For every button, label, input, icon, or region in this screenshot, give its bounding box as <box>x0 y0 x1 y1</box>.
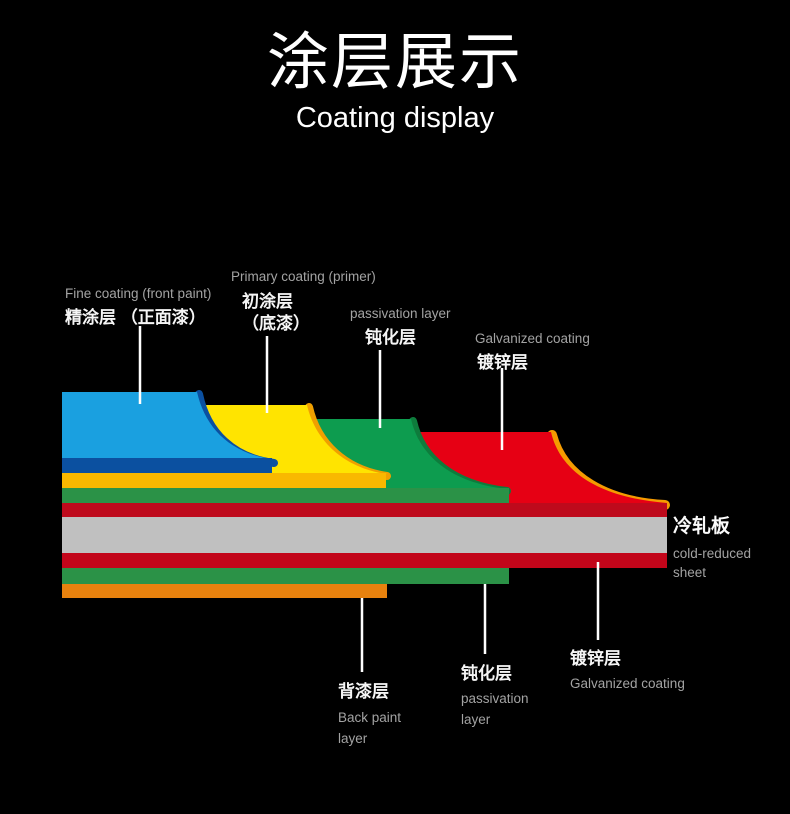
label-fine-coating: Fine coating (front paint) 精涂层 （正面漆） <box>65 283 211 329</box>
page-title-chinese: 涂层展示 <box>266 28 523 97</box>
label-back-paint-en1: Back paint <box>338 710 402 725</box>
galvanized-bottom-layer <box>62 553 667 568</box>
page-title-english: Coating display <box>295 102 495 134</box>
label-cold-reduced-sheet: 冷轧板 cold-reduced sheet <box>673 515 751 582</box>
label-passivation-bottom-en2: layer <box>461 712 491 727</box>
label-galvanized-top: Galvanized coating 镀锌层 <box>475 328 590 374</box>
label-passivation-top-en: passivation layer <box>350 306 451 321</box>
label-galvanized-bottom: 镀锌层 Galvanized coating <box>570 648 685 694</box>
label-passivation-bottom: 钝化层 passivation layer <box>461 663 529 730</box>
label-passivation-top-zh: 钝化层 <box>365 328 416 347</box>
passivation-front-edge <box>62 488 509 503</box>
label-back-paint-en2: layer <box>338 731 368 746</box>
label-cold-reduced-sheet-zh: 冷轧板 <box>673 516 731 537</box>
label-fine-coating-zh: 精涂层 （正面漆） <box>65 308 206 327</box>
passivation-bottom-layer <box>62 568 509 584</box>
back-paint-bottom-layer <box>62 584 387 598</box>
label-back-paint: 背漆层 Back paint layer <box>338 681 401 749</box>
label-primary-coating: Primary coating (primer) 初涂层 （底漆） <box>231 266 376 335</box>
label-cold-reduced-sheet-en1: cold-reduced <box>673 546 752 561</box>
label-passivation-top: passivation layer 钝化层 <box>350 303 451 349</box>
label-primary-coating-en: Primary coating (primer) <box>231 269 376 284</box>
primer-front-edge <box>62 473 386 488</box>
fine-coating-surface <box>62 392 272 459</box>
label-galvanized-bottom-zh: 镀锌层 <box>570 649 621 668</box>
title-block: 涂层展示 Coating display <box>0 0 790 135</box>
fine-coating-front-edge <box>62 458 272 473</box>
label-primary-coating-zh1: 初涂层 <box>242 292 293 311</box>
galvanized-front-edge <box>62 503 667 517</box>
label-passivation-bottom-en1: passivation <box>461 691 529 706</box>
label-galvanized-top-en: Galvanized coating <box>475 331 590 346</box>
cold-reduced-sheet-layer <box>62 517 667 553</box>
label-primary-coating-zh2: （底漆） <box>242 314 310 333</box>
label-cold-reduced-sheet-en2: sheet <box>673 565 707 580</box>
label-galvanized-top-zh: 镀锌层 <box>477 353 528 372</box>
label-back-paint-zh: 背漆层 <box>338 682 389 701</box>
label-galvanized-bottom-en: Galvanized coating <box>570 676 685 691</box>
label-fine-coating-en: Fine coating (front paint) <box>65 286 212 301</box>
label-passivation-bottom-zh: 钝化层 <box>461 664 512 683</box>
